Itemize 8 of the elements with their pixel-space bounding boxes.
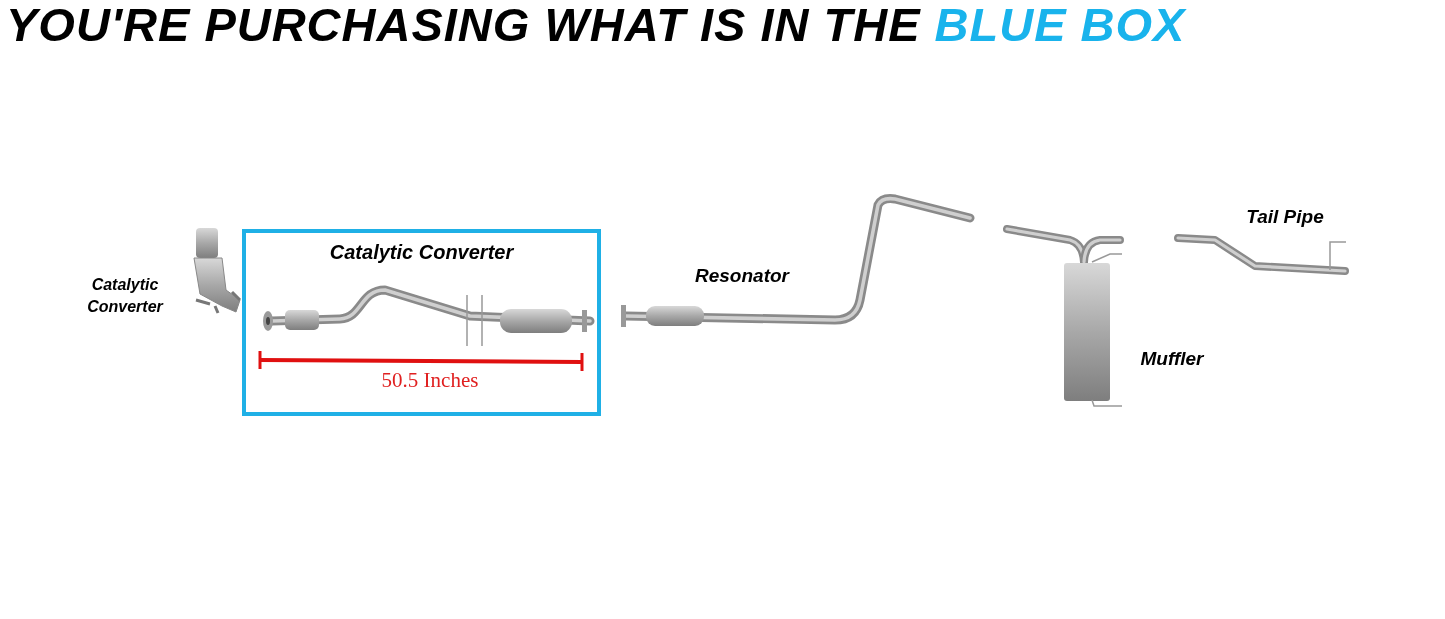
page-title: YOU'RE PURCHASING WHAT IS IN THE BLUE BOX <box>6 0 1186 50</box>
part-label: Catalytic Converter <box>328 241 515 264</box>
dimension-label: 50.5 Inches <box>380 369 480 391</box>
part-label: Catalytic Converter <box>86 275 165 317</box>
part-label: Resonator <box>694 265 791 287</box>
part-label: Tail Pipe <box>1245 206 1325 228</box>
part-label: Muffler <box>1139 348 1205 370</box>
highlight-frame <box>242 229 601 416</box>
